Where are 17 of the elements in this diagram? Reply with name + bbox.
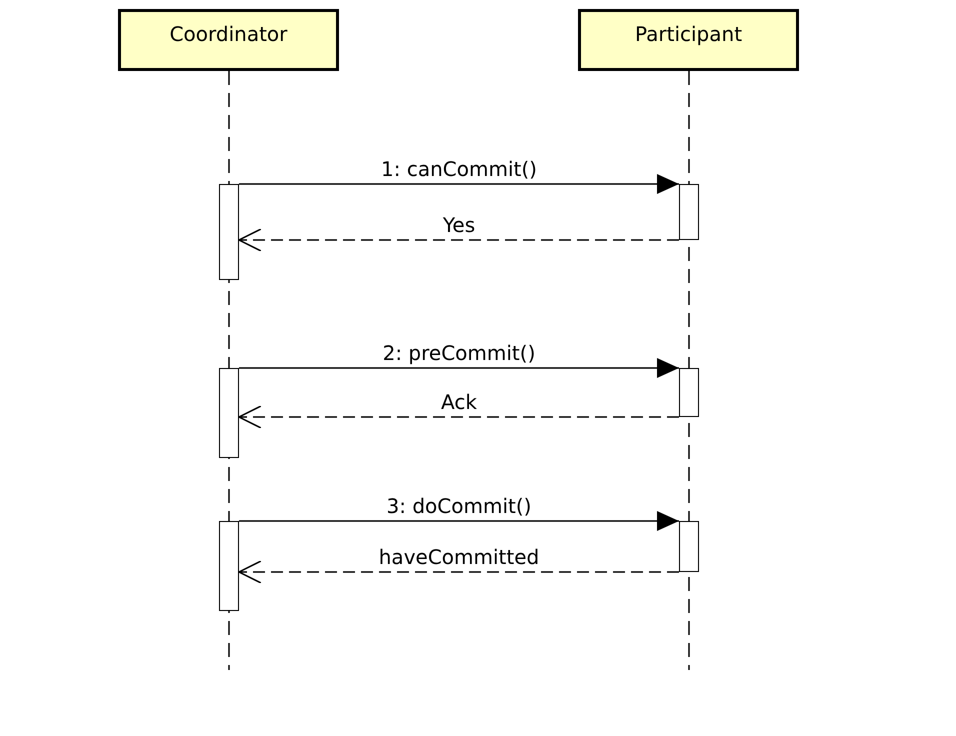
activation-bar [679, 368, 699, 417]
message-arrow [239, 358, 679, 378]
return-arrow [238, 560, 679, 584]
activation-bar [679, 184, 699, 240]
return-arrow [238, 228, 679, 252]
message-label: 1: canCommit() [381, 158, 537, 180]
activation-bar [679, 521, 699, 572]
return-arrow [238, 405, 679, 429]
message-label: 2: preCommit() [382, 342, 536, 364]
activation-bar [219, 521, 239, 611]
message-arrow [239, 511, 679, 531]
message-label: 3: doCommit() [386, 495, 532, 517]
activation-bar [219, 184, 239, 280]
message-arrow [239, 174, 679, 194]
lifeline-header: Coordinator [118, 9, 339, 71]
activation-bar [219, 368, 239, 458]
lifeline-header: Participant [578, 9, 799, 71]
